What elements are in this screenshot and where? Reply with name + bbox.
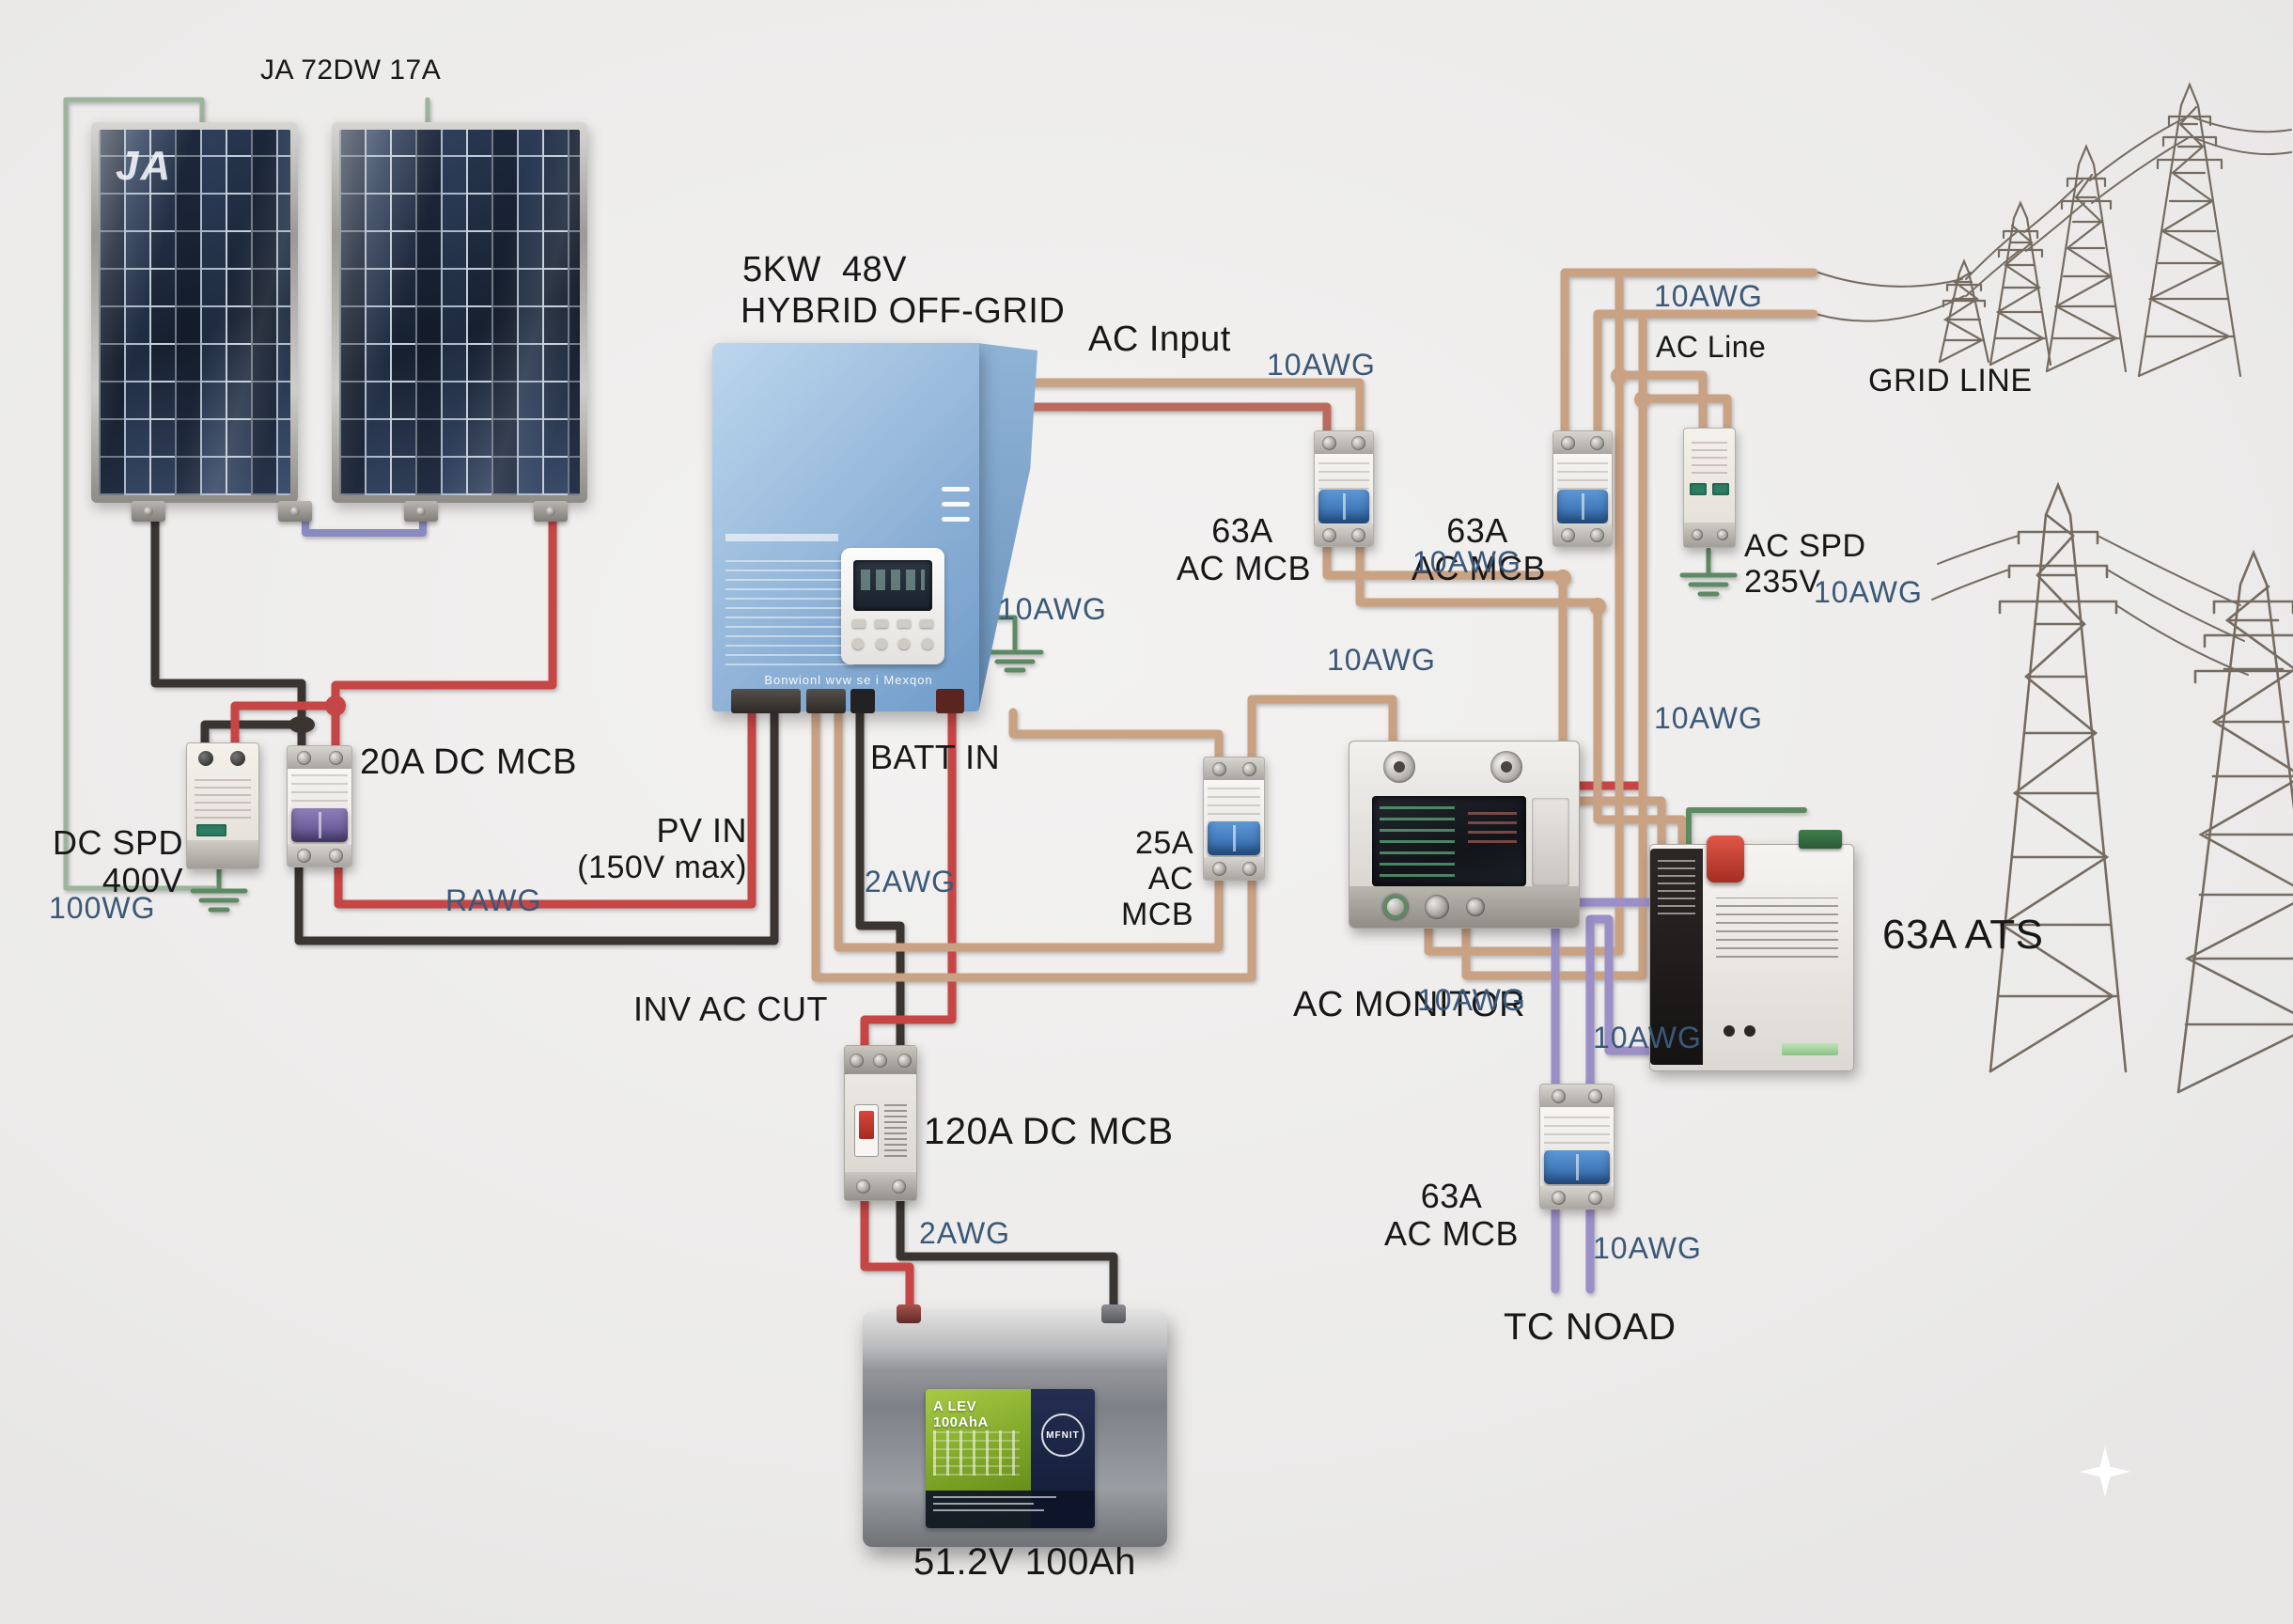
panel-terminal bbox=[132, 501, 165, 522]
ats-63a-device bbox=[1649, 830, 1854, 1071]
wire-gauge-label: RAWG bbox=[445, 883, 542, 917]
panel-terminal bbox=[404, 501, 438, 522]
ground-symbols bbox=[190, 547, 1738, 913]
inv-ac-cut-label: INV AC CUT bbox=[633, 990, 829, 1028]
ats-terminal-module bbox=[1650, 849, 1703, 1065]
ac-line-label: AC Line bbox=[1656, 330, 1767, 364]
ats-green-terminal bbox=[1799, 830, 1842, 849]
ac-mcb-63a-grid-device bbox=[1552, 430, 1613, 547]
wire-gauge-label: 10AWG bbox=[1593, 1021, 1702, 1054]
ats-green-wire bbox=[1686, 807, 1807, 851]
battery: A LEV 100AhA MFNIT bbox=[863, 1304, 1167, 1547]
inverter-spec-block bbox=[725, 534, 853, 665]
inverter-ports bbox=[712, 689, 979, 717]
ac-monitor-label: AC MONITOR bbox=[1293, 985, 1526, 1024]
solar-panel-1: JA bbox=[91, 122, 298, 503]
solar-panel-glass bbox=[339, 130, 580, 495]
ac-monitor-screen bbox=[1372, 796, 1526, 886]
inverter: Bonwionl wvw se i Mexqon bbox=[712, 343, 979, 713]
ac-mcb-63a-load-device bbox=[1539, 1084, 1614, 1210]
battery-sticker-badge: MFNIT bbox=[1041, 1413, 1084, 1457]
battery-sticker: A LEV 100AhA MFNIT bbox=[926, 1389, 1095, 1528]
panel-brand-logo: JA bbox=[116, 143, 173, 189]
ac-input-label: AC Input bbox=[1088, 320, 1231, 359]
transmission-towers-bottom bbox=[1931, 481, 2293, 1094]
batt-in-label: BATT IN bbox=[870, 738, 1001, 776]
ac-spd-device bbox=[1683, 428, 1736, 548]
battery-caption: 51.2V 100Ah bbox=[913, 1541, 1136, 1583]
ac-mcb-25a-device bbox=[1203, 757, 1265, 881]
inverter-control-panel bbox=[841, 548, 944, 664]
ats-label: 63A ATS bbox=[1882, 912, 2044, 958]
panel-terminal bbox=[534, 501, 568, 522]
panel-terminal bbox=[278, 501, 312, 522]
solar-panel-2 bbox=[332, 122, 587, 503]
wire-gauge-label: 10AWG bbox=[1417, 983, 1526, 1017]
wire-gauge-label: 10AWG bbox=[1327, 643, 1436, 677]
panel-caption: JA 72DW 17A bbox=[260, 55, 442, 86]
dc-mcb20-label: 20A DC MCB bbox=[360, 742, 577, 782]
ac-live-wire bbox=[1025, 402, 1332, 438]
dc-mcb-20a-device bbox=[287, 745, 352, 867]
wire-gauge-label: 10AWG bbox=[1654, 279, 1763, 313]
pv-in-label: PV IN(150V max) bbox=[577, 810, 747, 885]
wire-gauge-label: 10AWG bbox=[1814, 575, 1923, 609]
inverter-lcd bbox=[853, 560, 932, 611]
inverter-title-line1: 5KW 48V bbox=[742, 250, 908, 289]
wire-gauge-label: 100WG bbox=[49, 891, 156, 925]
solar-panel-glass: JA bbox=[99, 130, 290, 495]
dc-mcb120-label: 120A DC MCB bbox=[924, 1111, 1174, 1152]
ats-red-handle bbox=[1707, 835, 1744, 882]
battery-positive-post bbox=[897, 1304, 921, 1323]
wire-gauge-label: 10AWG bbox=[1267, 348, 1376, 382]
ac-mcb-63a-input-device bbox=[1314, 430, 1374, 547]
wire-junctions bbox=[289, 367, 1651, 733]
inverter-title-line2: HYBRID OFF-GRID bbox=[741, 291, 1066, 331]
wire-gauge-label: 10AWG bbox=[998, 592, 1107, 626]
dc-mcb-120a-device bbox=[844, 1045, 917, 1201]
grid-line-label: GRID LINE bbox=[1868, 363, 2033, 398]
wire-gauge-label: 10AWG bbox=[1593, 1231, 1702, 1265]
inverter-vents bbox=[942, 487, 970, 532]
wire-gauge-label: 10AWG bbox=[1654, 701, 1763, 735]
dc-spd-device bbox=[186, 742, 259, 869]
tc-noad-label: TC NOAD bbox=[1504, 1306, 1677, 1348]
battery-sticker-title: A LEV 100AhA bbox=[933, 1398, 989, 1430]
wire-gauge-label: 2AWG bbox=[919, 1216, 1011, 1250]
transmission-towers-top bbox=[1815, 82, 2292, 378]
ac-copper-wires bbox=[811, 268, 1818, 982]
ac-monitor-device bbox=[1349, 741, 1580, 929]
wire-gauge-label: 10AWG bbox=[1412, 545, 1521, 579]
battery-negative-post bbox=[1101, 1304, 1126, 1323]
inverter-brand-text: Bonwionl wvw se i Mexqon bbox=[764, 673, 933, 687]
wire-gauge-label: 2AWG bbox=[865, 865, 957, 898]
